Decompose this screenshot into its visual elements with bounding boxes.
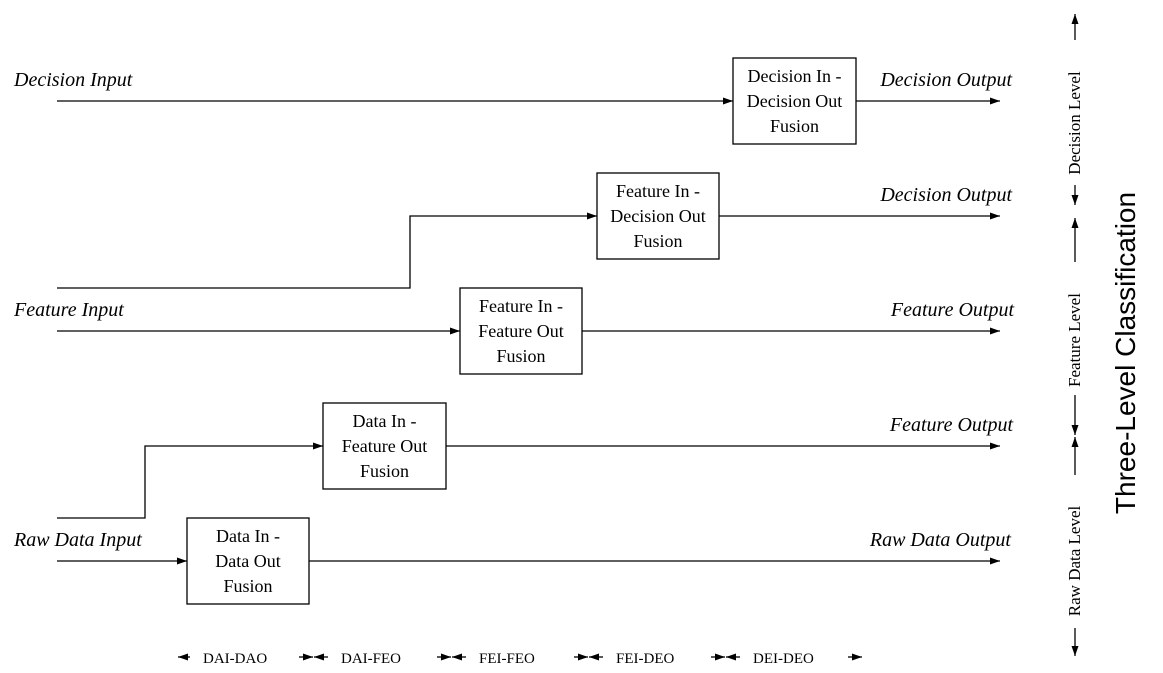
fei-deo-line-3: Fusion bbox=[633, 231, 682, 251]
decision-output-label-1: Decision Output bbox=[879, 69, 1012, 91]
scale-label-fei-feo: FEI-FEO bbox=[479, 651, 535, 667]
dei-deo-line-1: Decision In - bbox=[748, 66, 842, 86]
fei-deo-fusion-box: Feature In - Decision Out Fusion bbox=[596, 172, 720, 260]
scale-label-dai-feo: DAI-FEO bbox=[341, 651, 401, 667]
dai-feo-fusion-box: Data In - Feature Out Fusion bbox=[322, 402, 447, 490]
dai-dao-line-3: Fusion bbox=[223, 576, 272, 596]
feature-to-decision-fusion-arrow bbox=[57, 212, 597, 289]
fei-feo-line-2: Feature Out bbox=[478, 321, 563, 341]
feature-level-label: Feature Level bbox=[1065, 293, 1084, 387]
raw-data-output-label: Raw Data Output bbox=[869, 529, 1012, 551]
scale-label-dai-dao: DAI-DAO bbox=[203, 651, 267, 667]
dai-dao-fusion-box: Data In - Data Out Fusion bbox=[186, 517, 310, 605]
dai-feo-line-2: Feature Out bbox=[342, 436, 427, 456]
raw-data-input-label: Raw Data Input bbox=[13, 529, 142, 551]
decision-level-label: Decision Level bbox=[1065, 71, 1084, 175]
decision-input-label: Decision Input bbox=[13, 69, 133, 91]
feature-output-label-2: Feature Output bbox=[889, 414, 1014, 436]
decision-output-label-2: Decision Output bbox=[879, 184, 1012, 206]
fei-deo-line-1: Feature In - bbox=[616, 181, 700, 201]
dai-dao-line-2: Data Out bbox=[215, 551, 280, 571]
dei-deo-line-2: Decision Out bbox=[747, 91, 842, 111]
fei-feo-fusion-box: Feature In - Feature Out Fusion bbox=[459, 287, 583, 375]
dei-deo-fusion-box: Decision In - Decision Out Fusion bbox=[732, 57, 857, 145]
diagram-title: Three-Level Classification bbox=[1110, 192, 1141, 514]
bottom-scale: DAI-DAO DAI-FEO FEI-FEO FEI-DEO DEI-DEO bbox=[178, 651, 862, 667]
dai-feo-line-3: Fusion bbox=[360, 461, 409, 481]
dai-dao-line-1: Data In - bbox=[216, 526, 280, 546]
raw-data-level-label: Raw Data Level bbox=[1065, 505, 1084, 616]
scale-label-fei-deo: FEI-DEO bbox=[616, 651, 674, 667]
feature-output-label-1: Feature Output bbox=[890, 299, 1015, 321]
fei-feo-line-3: Fusion bbox=[496, 346, 545, 366]
fei-feo-line-1: Feature In - bbox=[479, 296, 563, 316]
scale-label-dei-deo: DEI-DEO bbox=[753, 651, 814, 667]
fei-deo-line-2: Decision Out bbox=[610, 206, 705, 226]
level-bracket: Decision Level Feature Level Raw Data Le… bbox=[1065, 14, 1084, 656]
feature-input-label: Feature Input bbox=[13, 299, 124, 321]
data-to-feature-fusion-arrow bbox=[57, 442, 323, 519]
dai-feo-line-1: Data In - bbox=[353, 411, 417, 431]
dei-deo-line-3: Fusion bbox=[770, 116, 819, 136]
